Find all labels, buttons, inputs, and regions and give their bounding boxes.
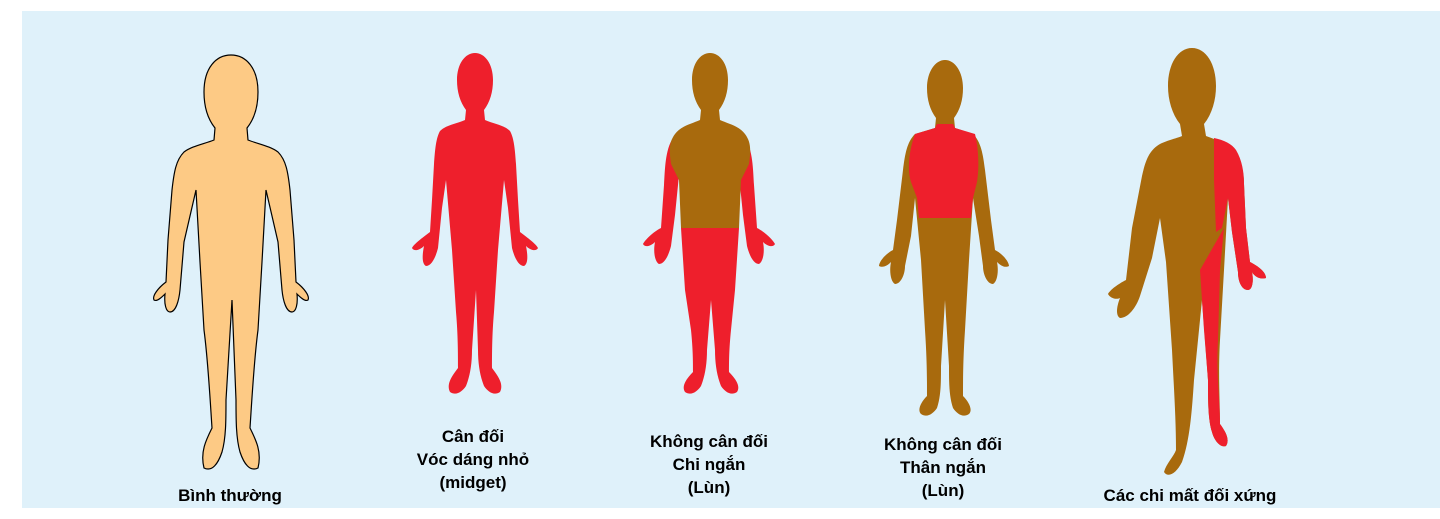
- caption-short-limb-line-3: (Lùn): [650, 476, 768, 499]
- caption-normal: Bình thường: [178, 484, 282, 507]
- caption-short-trunk-line-2: Thân ngắn: [884, 456, 1002, 479]
- caption-normal-line-1: Bình thường: [178, 484, 282, 507]
- caption-short-trunk-line-3: (Lùn): [884, 479, 1002, 502]
- figure-short-limb: [643, 53, 775, 394]
- figure-proportionate-body: [412, 53, 538, 394]
- caption-proportionate-line-3: (midget): [417, 471, 529, 494]
- figure-short-trunk-torso: [909, 124, 978, 218]
- figure-short-trunk-limbs: [879, 60, 1009, 416]
- figure-proportionate: [412, 53, 538, 394]
- caption-asymmetric: Các chi mất đối xứng: [1104, 484, 1277, 507]
- figure-short-trunk: [879, 60, 1009, 416]
- figure-normal-body: [154, 55, 309, 469]
- caption-short-limb-line-1: Không cân đối: [650, 430, 768, 453]
- caption-short-trunk: Không cân đối Thân ngắn (Lùn): [884, 433, 1002, 502]
- figure-short-limb-trunk: [670, 53, 750, 228]
- caption-proportionate: Cân đối Vóc dáng nhỏ (midget): [417, 425, 529, 494]
- caption-proportionate-line-2: Vóc dáng nhỏ: [417, 448, 529, 471]
- caption-short-limb: Không cân đối Chi ngắn (Lùn): [650, 430, 768, 499]
- caption-proportionate-line-1: Cân đối: [417, 425, 529, 448]
- figure-asymmetric: [1108, 48, 1266, 475]
- caption-short-limb-line-2: Chi ngắn: [650, 453, 768, 476]
- figure-short-limb-legs: [681, 228, 739, 394]
- caption-asymmetric-line-1: Các chi mất đối xứng: [1104, 484, 1277, 507]
- caption-short-trunk-line-1: Không cân đối: [884, 433, 1002, 456]
- figure-normal: [154, 55, 309, 469]
